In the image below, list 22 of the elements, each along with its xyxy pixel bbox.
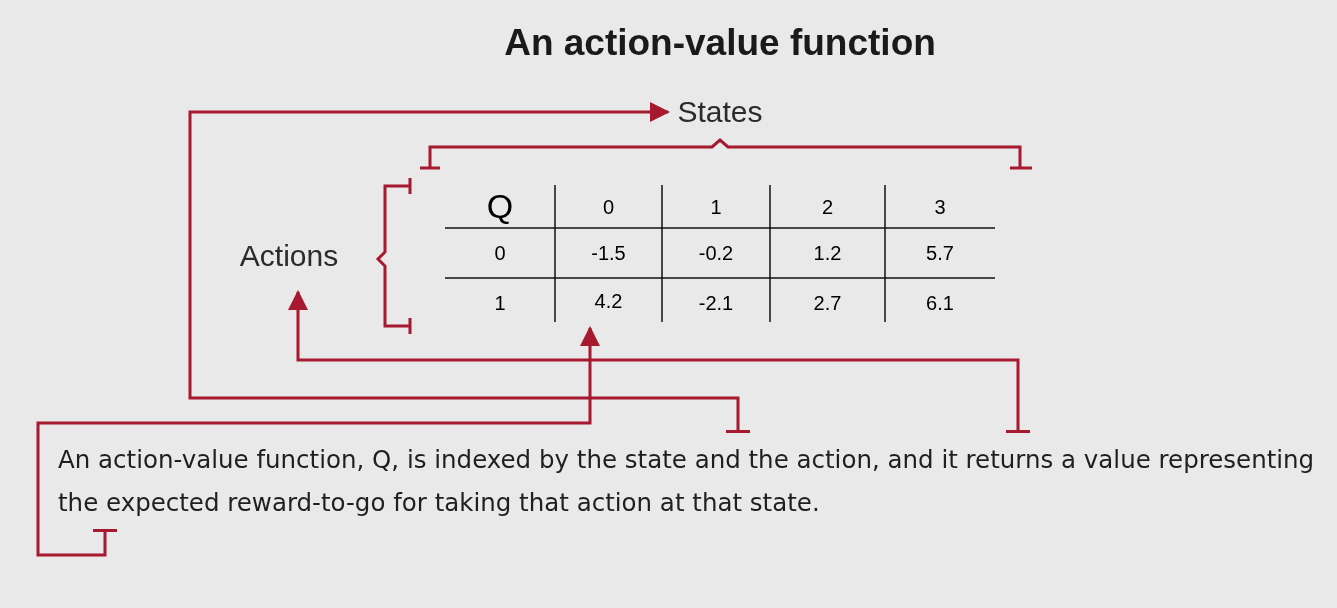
- table-cell-text: 0: [494, 241, 506, 266]
- axis-label: Actions: [225, 236, 353, 292]
- table-cell-text: 6.1: [926, 291, 954, 316]
- table-cell-text: 1.2: [813, 241, 842, 266]
- table-cell-text: 2: [821, 194, 834, 220]
- table-cell-text: 5.7: [926, 241, 954, 266]
- table-cell-text: 3: [934, 194, 946, 220]
- table-cell-text: 1: [494, 291, 506, 316]
- description-text: An action-value function, Q, is indexed by the state and the action, and it returns a value representing the expected reward-to-go for taking that action at that state.: [50, 432, 1325, 530]
- table-cell-text: -1.5: [591, 241, 626, 266]
- axis-label: States: [668, 92, 772, 132]
- diagram-title: An action-value function: [503, 21, 937, 65]
- table-cell-text: -2.1: [698, 291, 734, 316]
- table-cell: 4.2: [555, 278, 662, 328]
- table-cell-text: 1: [710, 194, 722, 220]
- table-cell-text: 2.7: [813, 291, 842, 316]
- connector-arrow: [36, 326, 600, 557]
- table-cell-text: 0: [602, 194, 615, 220]
- table-header: Q: [486, 186, 514, 227]
- connector-arrow: [188, 102, 750, 433]
- connector-arrow: [288, 290, 1030, 433]
- table-cell-text: -0.2: [698, 241, 734, 266]
